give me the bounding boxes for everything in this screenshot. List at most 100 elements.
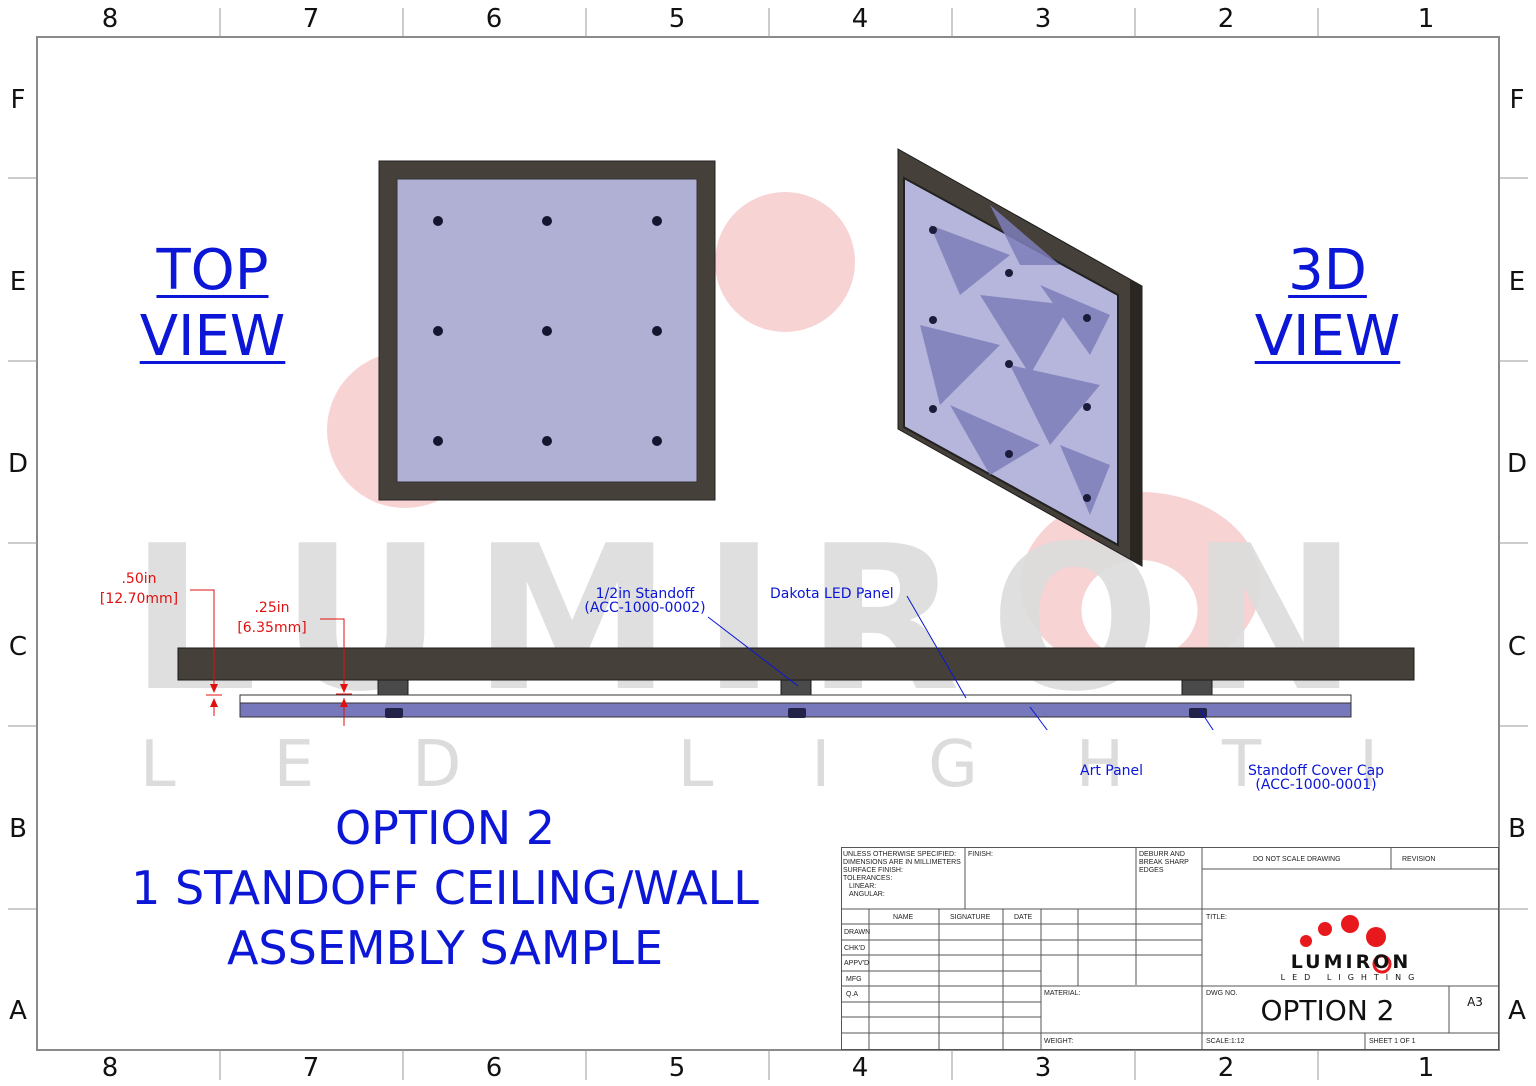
zone-col-8-bottom: 8 (101, 1053, 119, 1083)
dim-quarter-inch-mm: [6.35mm] (237, 620, 307, 636)
tb-spec-line2: DIMENSIONS ARE IN MILLIMETERS (843, 859, 961, 866)
zone-row-b-right: B (1508, 814, 1526, 844)
zone-col-7-bottom: 7 (302, 1053, 320, 1083)
zone-ticks (8, 8, 1528, 1080)
tb-deburr-line1: DEBURR AND (1139, 851, 1185, 858)
side-cover-caps (385, 708, 1207, 718)
callout-standoff-name: 1/2in Standoff (595, 586, 695, 602)
dim-half-inch-mm: [12.70mm] (99, 591, 179, 607)
logo-o-ring (1372, 954, 1392, 974)
tb-dwg-no: OPTION 2 (1260, 994, 1395, 1027)
watermark-tagline: LED LIGHTING (140, 730, 1430, 800)
zone-row-d-right: D (1506, 449, 1528, 479)
top-view-title-line2: VIEW (139, 304, 286, 369)
iso-standoff-caps (929, 226, 1091, 502)
tb-finish: FINISH: (968, 851, 993, 858)
zone-row-c-left: C (8, 632, 28, 662)
zone-col-6-top: 6 (485, 4, 503, 34)
leader-lines (707, 595, 1214, 730)
zone-row-e-right: E (1508, 267, 1526, 297)
iso-view-title: 3D VIEW (1245, 238, 1410, 370)
zone-col-4-top: 4 (851, 4, 869, 34)
top-view-drawing (378, 160, 716, 501)
callout-standoff-pn: (ACC-1000-0002) (584, 600, 706, 616)
top-view-standoff-holes (433, 216, 662, 446)
tb-spec-line5: LINEAR: (849, 883, 877, 890)
callout-standoff: 1/2in Standoff (ACC-1000-0002) (575, 587, 715, 615)
tb-spec-line3: SURFACE FINISH: (843, 867, 903, 874)
zone-col-3-top: 3 (1034, 4, 1052, 34)
zone-row-c-right: C (1507, 632, 1527, 662)
top-view-title: TOP VIEW (130, 238, 295, 370)
tb-row-approved: APPV'D (844, 960, 870, 967)
tb-deburr-line2: BREAK SHARP (1139, 859, 1189, 866)
callout-led-panel: Dakota LED Panel (770, 586, 894, 602)
watermark-ring (1020, 492, 1261, 676)
tb-dwg-no-label: DWG NO. (1206, 990, 1238, 997)
iso-view-drawing (897, 148, 1143, 567)
tb-spec-line1: UNLESS OTHERWISE SPECIFIED: (843, 851, 957, 858)
tb-no-scale: DO NOT SCALE DRAWING (1253, 856, 1341, 863)
zone-col-7-top: 7 (302, 4, 320, 34)
zone-row-a-left: A (9, 996, 27, 1026)
option-title-line3: ASSEMBLY SAMPLE (226, 921, 664, 975)
dim-half-inch-in: .50in (121, 571, 157, 587)
tb-row-drawn: DRAWN (844, 929, 871, 936)
iso-frame-edge (1130, 279, 1142, 566)
side-standoffs (377, 679, 1213, 697)
dimension-arrows (210, 684, 348, 707)
zone-row-e-left: E (9, 267, 27, 297)
zone-col-5-bottom: 5 (668, 1053, 686, 1083)
tb-row-checked: CHK'D (844, 945, 866, 952)
callout-cover-cap: Standoff Cover Cap (ACC-1000-0001) (1238, 764, 1394, 792)
tb-scale: SCALE:1:12 (1206, 1038, 1245, 1045)
logo-dots (1300, 915, 1386, 947)
option-title-line2: 1 STANDOFF CEILING/WALL (131, 861, 759, 915)
tb-col-signature: SIGNATURE (950, 914, 991, 921)
iso-view-title-line1: 3D (1288, 238, 1367, 303)
side-section-view (177, 589, 1415, 730)
tb-spec-line4: TOLERANCES: (843, 875, 893, 882)
top-view-title-line1: TOP (156, 238, 269, 303)
iso-view-title-line2: VIEW (1254, 304, 1401, 369)
tb-logo-brand: LUMIRON (1290, 951, 1412, 973)
zone-col-2-top: 2 (1217, 4, 1235, 34)
zone-col-2-bottom: 2 (1217, 1053, 1235, 1083)
zone-col-4-bottom: 4 (851, 1053, 869, 1083)
zone-row-f-right: F (1509, 85, 1525, 115)
option-title-line1: OPTION 2 (334, 801, 556, 855)
tb-col-name: NAME (893, 914, 914, 921)
tb-size: A3 (1467, 995, 1483, 1009)
zone-row-d-left: D (7, 449, 29, 479)
callout-art-panel: Art Panel (1080, 763, 1144, 779)
zone-col-5-top: 5 (668, 4, 686, 34)
zone-row-a-right: A (1508, 996, 1526, 1026)
tb-row-mfg: MFG (846, 976, 862, 983)
tb-logo-tagline: LED LIGHTING (1280, 973, 1422, 982)
zone-col-1-top: 1 (1417, 4, 1435, 34)
title-block (841, 847, 1499, 1050)
zone-row-b-left: B (9, 814, 27, 844)
zone-row-f-left: F (10, 85, 26, 115)
tb-col-date: DATE (1014, 914, 1033, 921)
zone-col-3-bottom: 3 (1034, 1053, 1052, 1083)
iso-art-facets (920, 205, 1110, 515)
dim-quarter-inch: .25in [6.35mm] (232, 598, 312, 638)
callout-cover-cap-pn: (ACC-1000-0001) (1255, 777, 1377, 793)
tb-row-qa: Q.A (846, 991, 859, 998)
tb-weight: WEIGHT: (1044, 1038, 1074, 1045)
tb-deburr-line3: EDGES (1139, 867, 1164, 874)
watermark-brand: LUMIRON (130, 520, 1388, 720)
tb-sheet: SHEET 1 OF 1 (1369, 1038, 1416, 1045)
zone-col-6-bottom: 6 (485, 1053, 503, 1083)
tb-spec: UNLESS OTHERWISE SPECIFIED: DIMENSIONS A… (843, 851, 961, 899)
callout-cover-cap-name: Standoff Cover Cap (1247, 763, 1385, 779)
tb-spec-line6: ANGULAR: (849, 891, 885, 898)
zone-col-8-top: 8 (101, 4, 119, 34)
dim-half-inch: .50in [12.70mm] (96, 569, 182, 609)
tb-material: MATERIAL: (1044, 990, 1081, 997)
side-led-panel (239, 694, 1352, 704)
tb-deburr: DEBURR AND BREAK SHARP EDGES (1139, 851, 1189, 875)
dim-quarter-inch-in: .25in (254, 600, 290, 616)
option-title: OPTION 2 1 STANDOFF CEILING/WALL ASSEMBL… (110, 798, 780, 978)
